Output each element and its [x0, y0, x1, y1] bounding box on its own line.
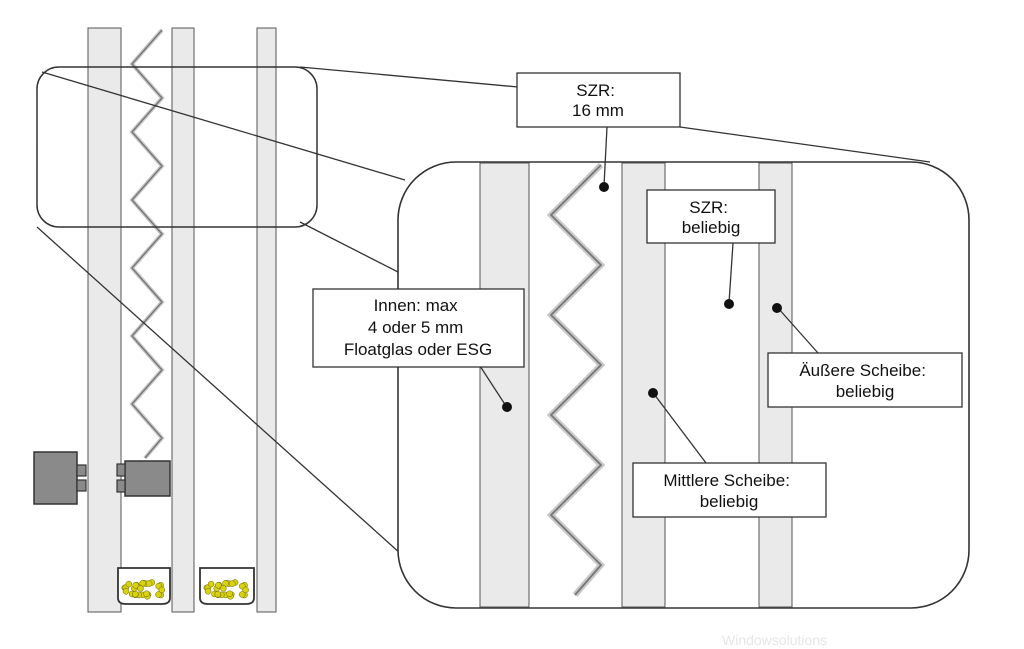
desiccant-granule: [132, 590, 139, 598]
inner-pane-overview: [87, 27, 122, 613]
handle-right: [116, 460, 171, 497]
inner-pane-detail: [479, 162, 530, 608]
zigzag-overview: [129, 28, 165, 460]
desiccant-granule: [229, 580, 236, 587]
callout-szr-any-text: SZR: beliebig: [682, 198, 741, 237]
desiccant-granule: [238, 591, 246, 598]
callout-outer-pane: Äußere Scheibe: beliebig: [767, 303, 963, 408]
desiccant-granule: [125, 580, 133, 588]
callout-outer-pane-text: Äußere Scheibe: beliebig: [799, 361, 930, 401]
callout-inner-pane: Innen: max 4 oder 5 mm Floatglas oder ES…: [312, 288, 525, 412]
desiccant-granule: [137, 585, 144, 592]
callout-middle-pane: Mittlere Scheibe: beliebig: [632, 388, 827, 518]
watermark: Windowsolutions: [722, 632, 827, 648]
outer-pane-overview: [256, 27, 277, 613]
desiccant-granule: [207, 580, 215, 588]
magnifier-frame: [36, 66, 318, 228]
callout-inner-pane-text: Innen: max 4 oder 5 mm Floatglas oder ES…: [344, 296, 492, 359]
zoom-connectors: [36, 66, 931, 608]
desiccant-granule: [220, 585, 227, 592]
desiccant-granule: [204, 588, 212, 595]
desiccant-granule: [214, 590, 222, 598]
spacer-1: [117, 567, 171, 605]
callout-szr-16-text: SZR: 16 mm: [572, 81, 624, 120]
desiccant-granule: [143, 590, 150, 598]
desiccant-granule: [132, 582, 140, 589]
handle-left: [33, 451, 87, 505]
desiccant-granule: [122, 588, 130, 595]
middle-pane-overview: [171, 27, 195, 613]
callout-szr-any: SZR: beliebig: [646, 189, 776, 309]
desiccant-granule: [226, 590, 233, 598]
desiccant-granule: [155, 591, 162, 598]
desiccant-granule: [158, 586, 166, 594]
desiccant-granule: [242, 586, 249, 594]
overview-cross-section: [33, 27, 318, 613]
callout-middle-pane-text: Mittlere Scheibe: beliebig: [663, 471, 794, 511]
spacer-2: [199, 567, 255, 605]
desiccant-granule: [145, 580, 153, 587]
desiccant-granule: [215, 582, 222, 589]
callout-szr-16: SZR: 16 mm: [516, 72, 681, 192]
